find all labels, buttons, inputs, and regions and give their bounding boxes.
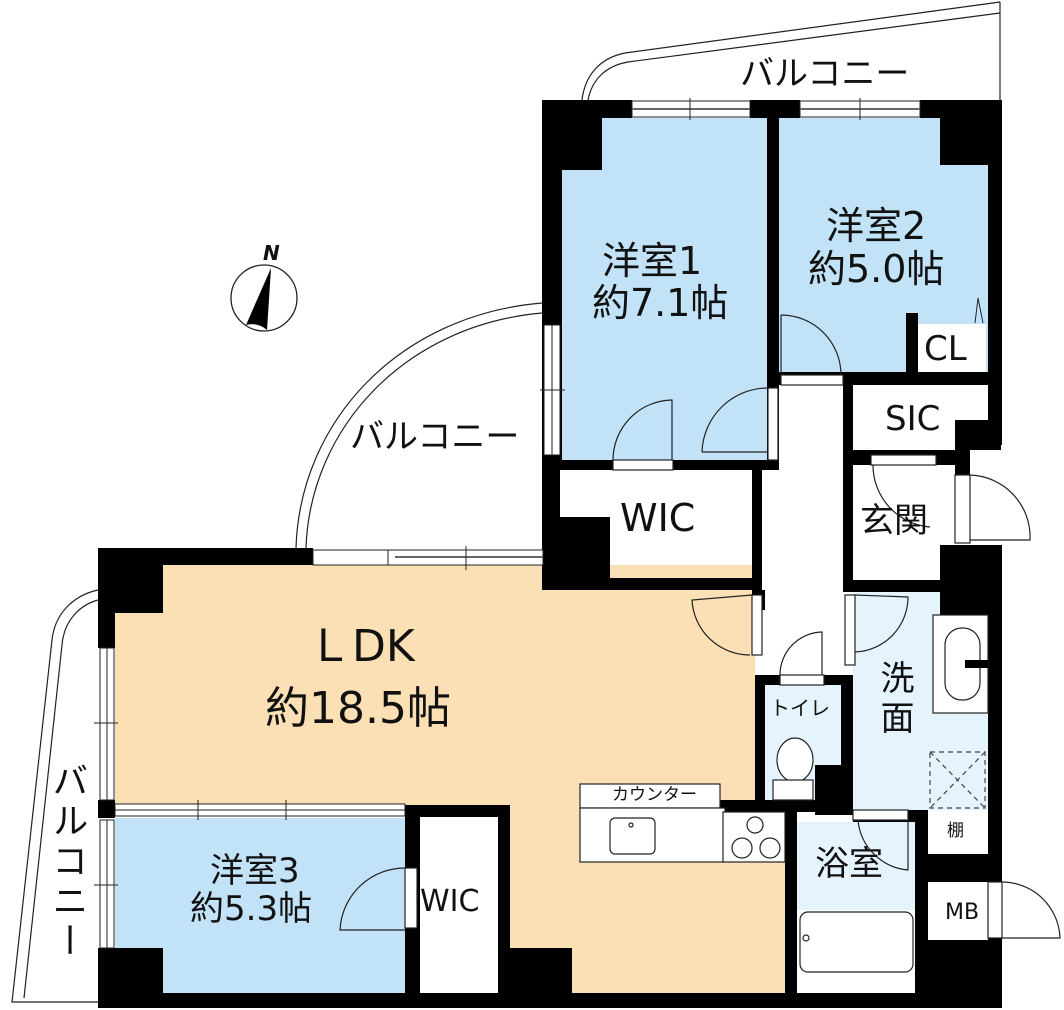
mb-label: MB xyxy=(945,900,980,925)
wall xyxy=(98,800,115,818)
ldk-size: 約18.5帖 xyxy=(265,683,451,734)
toilet-label: トイレ xyxy=(770,696,830,720)
wall xyxy=(843,580,943,592)
sic-label: SIC xyxy=(885,399,941,439)
closet-wic-bottom xyxy=(420,818,498,993)
bathtub-fixture xyxy=(799,911,914,973)
wall xyxy=(928,940,988,1005)
entrance-label: 玄関 xyxy=(860,501,928,541)
bathroom-label: 浴室 xyxy=(815,844,883,884)
washer-pan xyxy=(929,751,986,809)
wall xyxy=(752,460,762,595)
wall xyxy=(843,372,853,592)
wic-top-label: WIC xyxy=(620,496,696,540)
wall xyxy=(542,578,762,590)
western3-name: 洋室3 xyxy=(210,851,300,891)
ldk-name: ＬDK xyxy=(308,621,415,672)
balcony-left-label: バルコニー xyxy=(46,762,88,962)
door-swings xyxy=(339,314,1061,939)
entrance-area xyxy=(853,465,943,577)
hallway xyxy=(780,385,844,685)
wall xyxy=(755,675,765,810)
balcony-rail-left xyxy=(11,589,99,1003)
room-bathroom xyxy=(797,822,915,910)
balcony-middle-label: バルコニー xyxy=(350,417,520,457)
wic-bottom-label: WIC xyxy=(420,884,480,919)
toilet-fixture xyxy=(772,737,814,801)
western1-size: 約7.1帖 xyxy=(592,281,729,325)
wall xyxy=(915,854,1001,882)
cl-label: CL xyxy=(924,329,967,369)
wall xyxy=(785,805,797,1005)
wall xyxy=(498,805,510,1005)
wall xyxy=(98,548,115,648)
washroom-label: 洗面 xyxy=(874,660,914,740)
wall xyxy=(405,805,505,817)
closet-shelf xyxy=(928,812,988,854)
closet-cl xyxy=(918,324,986,372)
western2-size: 約5.0帖 xyxy=(808,247,945,291)
windows xyxy=(94,98,921,949)
balcony-rail-middle xyxy=(295,302,543,549)
wall xyxy=(906,313,918,383)
room-western-3 xyxy=(115,818,405,993)
room-western-1 xyxy=(560,118,768,460)
western1-name: 洋室1 xyxy=(602,239,703,283)
balcony-top-label: バルコニー xyxy=(740,54,910,94)
counter-label: カウンター xyxy=(612,785,697,805)
western2-name: 洋室2 xyxy=(826,204,927,248)
compass-north-label: N xyxy=(263,241,280,265)
balcony-rail-top xyxy=(581,1,1001,101)
closet-door-mark xyxy=(974,297,984,324)
wall xyxy=(767,100,779,470)
basin-fixture xyxy=(932,614,989,714)
room-ldk xyxy=(115,565,755,810)
shelf-label: 棚 xyxy=(947,821,964,841)
wall xyxy=(510,948,572,1008)
wall xyxy=(542,100,632,118)
wall xyxy=(988,100,1002,445)
kitchen-fixtures xyxy=(579,783,786,863)
north-arrow-icon xyxy=(230,264,298,332)
wall xyxy=(542,517,610,585)
western3-size: 約5.3帖 xyxy=(190,889,313,929)
